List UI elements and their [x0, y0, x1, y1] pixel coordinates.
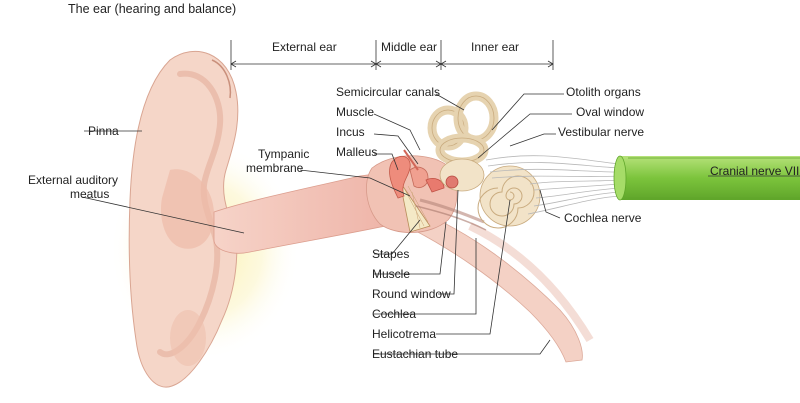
vestibule	[439, 158, 485, 192]
label-otolith-organs: Otolith organs	[566, 85, 641, 99]
label-vestibular-nerve: Vestibular nerve	[558, 125, 644, 139]
ossicles	[389, 149, 445, 199]
leader-lines	[81, 93, 800, 355]
middle-ear-cavity	[366, 155, 458, 233]
label-oval-window: Oval window	[576, 105, 644, 119]
cochlea-shape	[477, 165, 541, 229]
label-tympanic-line1: Tympanic	[258, 147, 309, 161]
label-round-window: Round window	[372, 287, 451, 301]
region-middle-ear: Middle ear	[381, 40, 437, 54]
label-cochlea-nerve: Cochlea nerve	[564, 211, 642, 225]
label-cranial-nerve: Cranial nerve VIII	[710, 164, 800, 178]
region-brackets	[230, 40, 554, 70]
label-malleus: Malleus	[336, 145, 377, 159]
semicircular-canals-shape	[427, 91, 499, 167]
label-cochlea: Cochlea	[372, 307, 416, 321]
label-pinna: Pinna	[88, 124, 119, 138]
region-external-ear: External ear	[272, 40, 337, 54]
label-helicotrema: Helicotrema	[372, 327, 436, 341]
label-incus: Incus	[336, 125, 365, 139]
label-meatus-line1: External auditory	[28, 173, 118, 187]
label-muscle-bottom: Muscle	[372, 267, 410, 281]
label-semicircular-canals: Semicircular canals	[336, 85, 440, 99]
label-muscle-top: Muscle	[336, 105, 374, 119]
region-inner-ear: Inner ear	[471, 40, 519, 54]
nerve-fibers	[485, 155, 621, 215]
label-stapes: Stapes	[372, 247, 409, 261]
oval-window-shape	[445, 175, 459, 189]
cranial-nerve-cylinder	[613, 155, 800, 201]
label-meatus-line2: meatus	[70, 187, 109, 201]
diagram-title: The ear (hearing and balance)	[68, 2, 236, 16]
label-eustachian-tube: Eustachian tube	[372, 347, 458, 361]
label-tympanic-line2: membrane	[246, 161, 304, 175]
ear-canal	[213, 169, 405, 254]
